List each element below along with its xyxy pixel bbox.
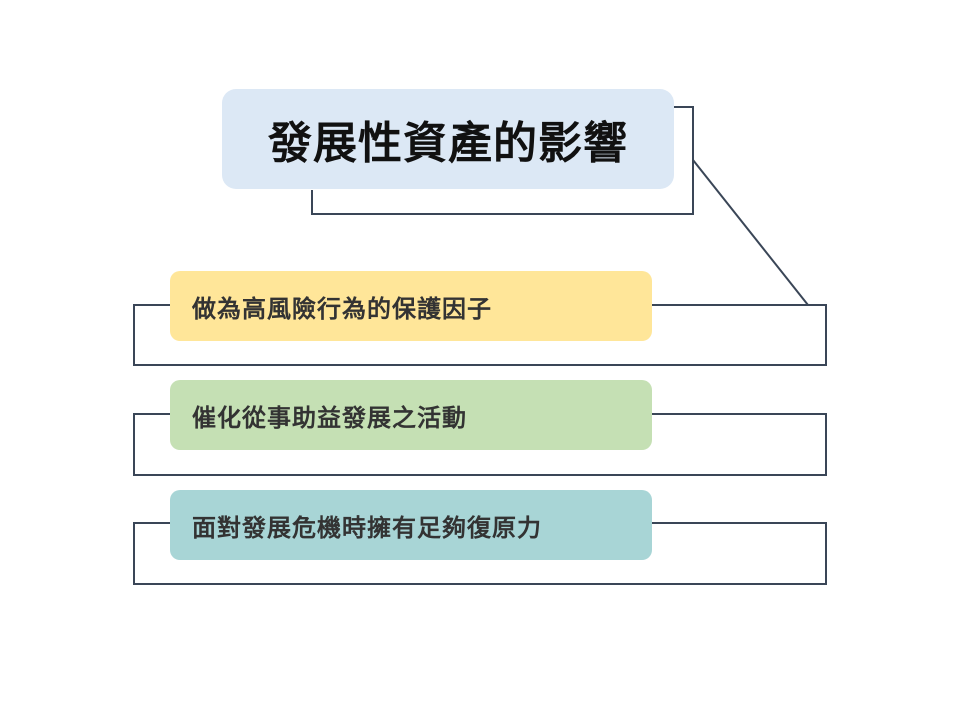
item-frame-2 [133, 413, 827, 476]
item-label-2: 催化從事助益發展之活動 [192, 403, 467, 432]
item-frame-1 [133, 304, 827, 366]
item-label-1: 做為高風險行為的保護因子 [192, 294, 492, 323]
title-connector-line [692, 159, 809, 306]
item-label-3: 面對發展危機時擁有足夠復原力 [192, 513, 542, 542]
title-box: 發展性資產的影響 [222, 89, 674, 189]
item-box-1: 做為高風險行為的保護因子 [170, 271, 652, 341]
item-box-2: 催化從事助益發展之活動 [170, 380, 652, 450]
diagram-title: 發展性資產的影響 [268, 118, 628, 169]
item-frame-3 [133, 522, 827, 585]
item-box-3: 面對發展危機時擁有足夠復原力 [170, 490, 652, 560]
title-frame [311, 106, 694, 215]
